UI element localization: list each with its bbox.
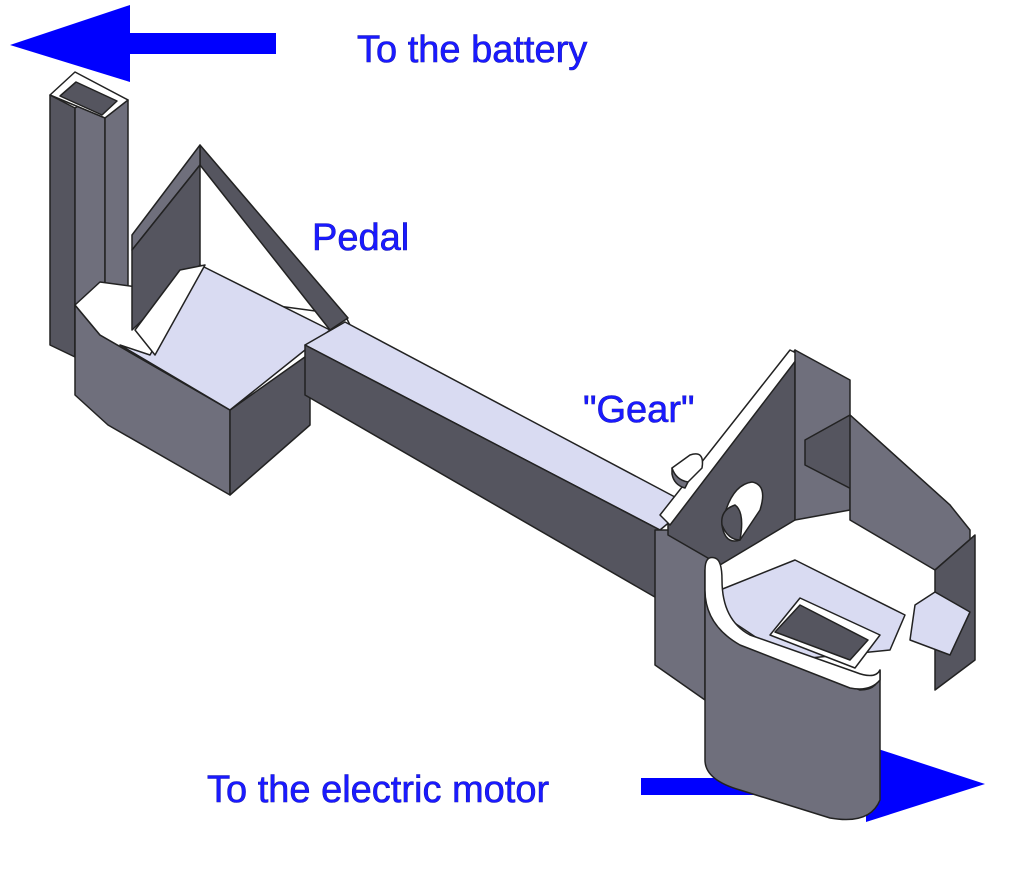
lever-bar: [304, 321, 691, 601]
label-to-battery: To the battery: [357, 29, 587, 71]
label-to-electric-motor: To the electric motor: [207, 769, 549, 811]
pedal-housing: [74, 144, 351, 496]
gear-housing: [654, 349, 976, 821]
label-gear: "Gear": [583, 389, 694, 431]
to-battery-arrow: [10, 5, 276, 82]
gear-stub: [671, 453, 704, 489]
label-pedal: Pedal: [312, 217, 409, 259]
